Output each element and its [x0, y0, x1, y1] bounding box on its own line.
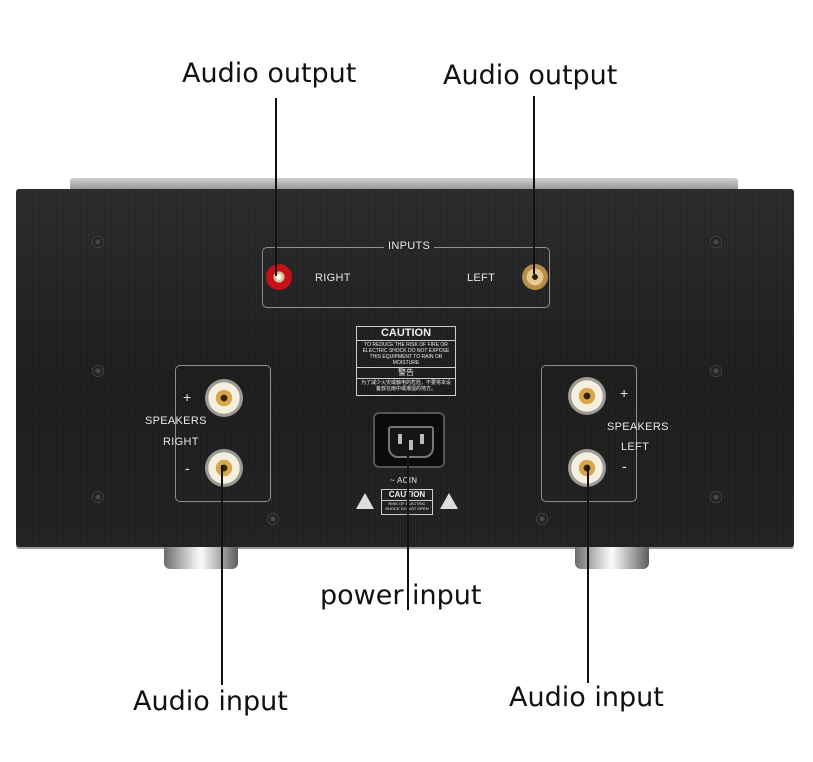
inputs-title: INPUTS [384, 240, 435, 252]
leader-audio-output-left [533, 96, 535, 274]
speakers-right-side: RIGHT [163, 436, 199, 448]
input-left-label: LEFT [467, 272, 496, 284]
screw [92, 491, 104, 503]
speakers-left-plus: + [620, 385, 629, 401]
warning-triangle-left-icon [356, 493, 374, 509]
leader-audio-input-right [221, 465, 223, 685]
screw [267, 513, 279, 525]
rca-input-right[interactable] [266, 264, 292, 290]
caution-cn-title: 警告 [357, 367, 455, 379]
audio-output-left-label: Audio output [443, 60, 618, 91]
screw [92, 365, 104, 377]
caution-title: CAUTION [357, 327, 455, 341]
rca-input-left[interactable] [522, 264, 548, 290]
ac-power-inlet[interactable] [373, 412, 445, 468]
caution-label: CAUTION TO REDUCE THE RISK OF FIRE OR EL… [356, 326, 456, 396]
speaker-terminal-right-positive[interactable] [205, 379, 243, 417]
speakers-left-group [541, 365, 637, 502]
power-input-label: power input [320, 580, 482, 611]
audio-output-right-label: Audio output [182, 58, 357, 89]
speakers-left-label: SPEAKERS [607, 421, 669, 433]
speaker-terminal-left-positive[interactable] [568, 377, 606, 415]
speakers-left-side: LEFT [621, 441, 650, 453]
screw [710, 236, 722, 248]
screw [710, 491, 722, 503]
warning-triangle-right-icon [440, 493, 458, 509]
screw [92, 236, 104, 248]
speakers-right-plus: + [183, 389, 192, 405]
speakers-left-minus: - [622, 458, 627, 474]
iec-pin [409, 440, 413, 450]
leader-audio-output-right [275, 98, 277, 276]
screw [536, 513, 548, 525]
speakers-right-minus: - [185, 460, 190, 476]
input-right-label: RIGHT [315, 272, 351, 284]
speakers-right-label: SPEAKERS [145, 415, 207, 427]
chassis-foot-right [575, 547, 649, 569]
ac-in-label: ~ ACIN [390, 476, 418, 485]
leader-audio-input-left [587, 465, 589, 683]
iec-socket [388, 426, 434, 458]
iec-pin [420, 434, 424, 444]
speakers-right-group [175, 365, 271, 502]
iec-pin [398, 434, 402, 444]
audio-input-left-label: Audio input [509, 682, 664, 713]
caution-cn-text: 为了减少火灾或触电的危险，不要将本设备放在雨中或潮湿的地方。 [360, 380, 451, 392]
speaker-terminal-right-negative[interactable] [205, 449, 243, 487]
screw [710, 365, 722, 377]
chassis-top-edge [70, 178, 738, 192]
audio-input-right-label: Audio input [133, 686, 288, 717]
inputs-group [262, 247, 550, 308]
chassis-foot-left [164, 547, 238, 569]
caution-text: TO REDUCE THE RISK OF FIRE OR ELECTRIC S… [362, 342, 450, 366]
leader-power-input [407, 450, 409, 610]
